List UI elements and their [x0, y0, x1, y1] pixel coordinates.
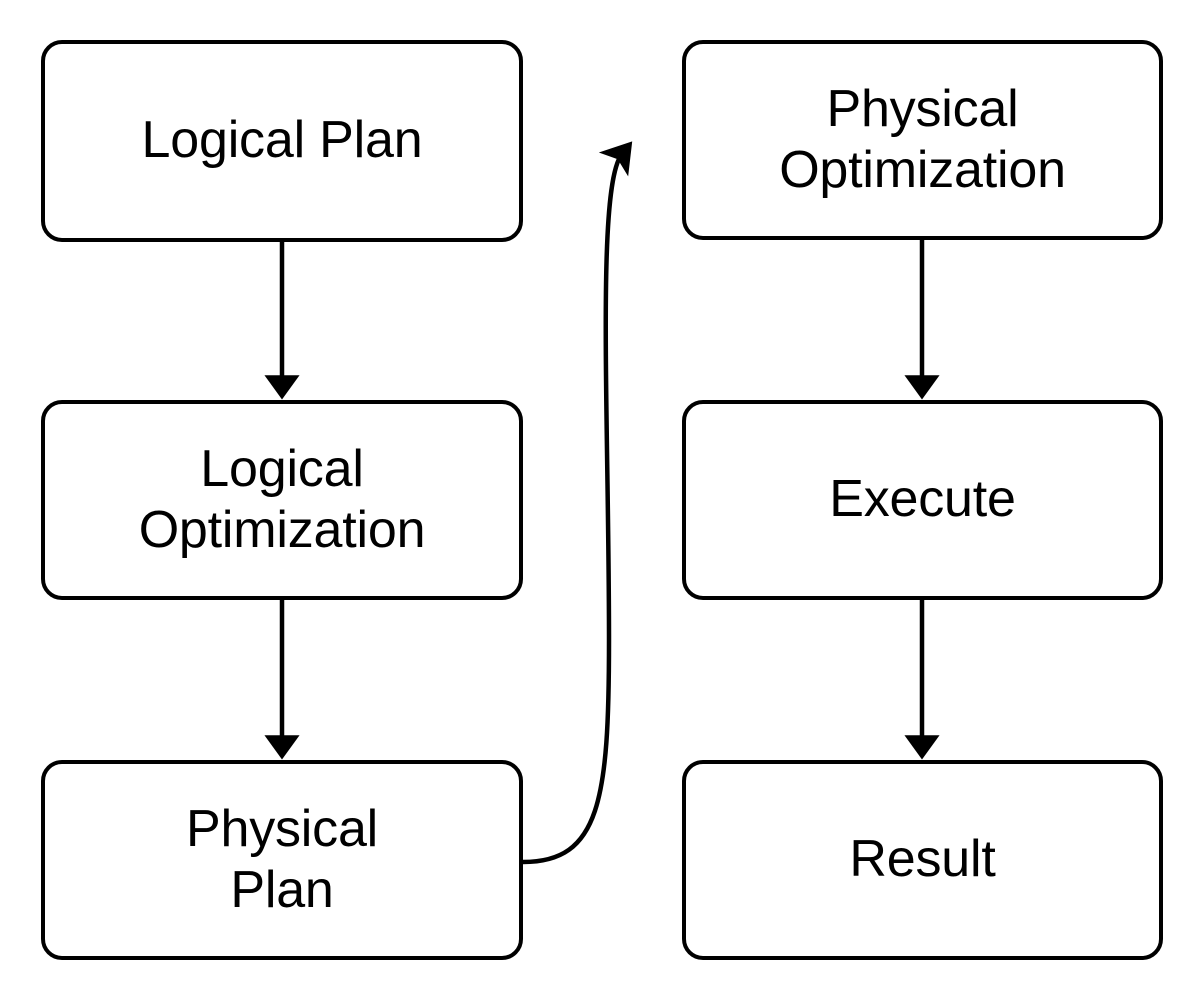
- node-logical-optimization-label: Logical Optimization: [138, 439, 426, 559]
- node-execute-label: Execute: [829, 470, 1016, 529]
- node-physical-plan[interactable]: Physical Plan: [41, 760, 523, 960]
- node-physical-optimization-label: Physical Optimization: [779, 79, 1066, 199]
- node-execute[interactable]: Execute: [682, 400, 1163, 600]
- node-physical-optimization[interactable]: Physical Optimization: [682, 40, 1163, 240]
- node-physical-plan-label: Physical Plan: [185, 799, 379, 919]
- node-result[interactable]: Result: [682, 760, 1163, 960]
- node-logical-plan-label: Logical Plan: [141, 111, 423, 170]
- node-logical-optimization[interactable]: Logical Optimization: [41, 400, 523, 600]
- edge-physical-plan-to-physical-optimization: [522, 141, 633, 865]
- node-logical-plan[interactable]: Logical Plan: [41, 40, 523, 242]
- node-result-label: Result: [849, 830, 996, 889]
